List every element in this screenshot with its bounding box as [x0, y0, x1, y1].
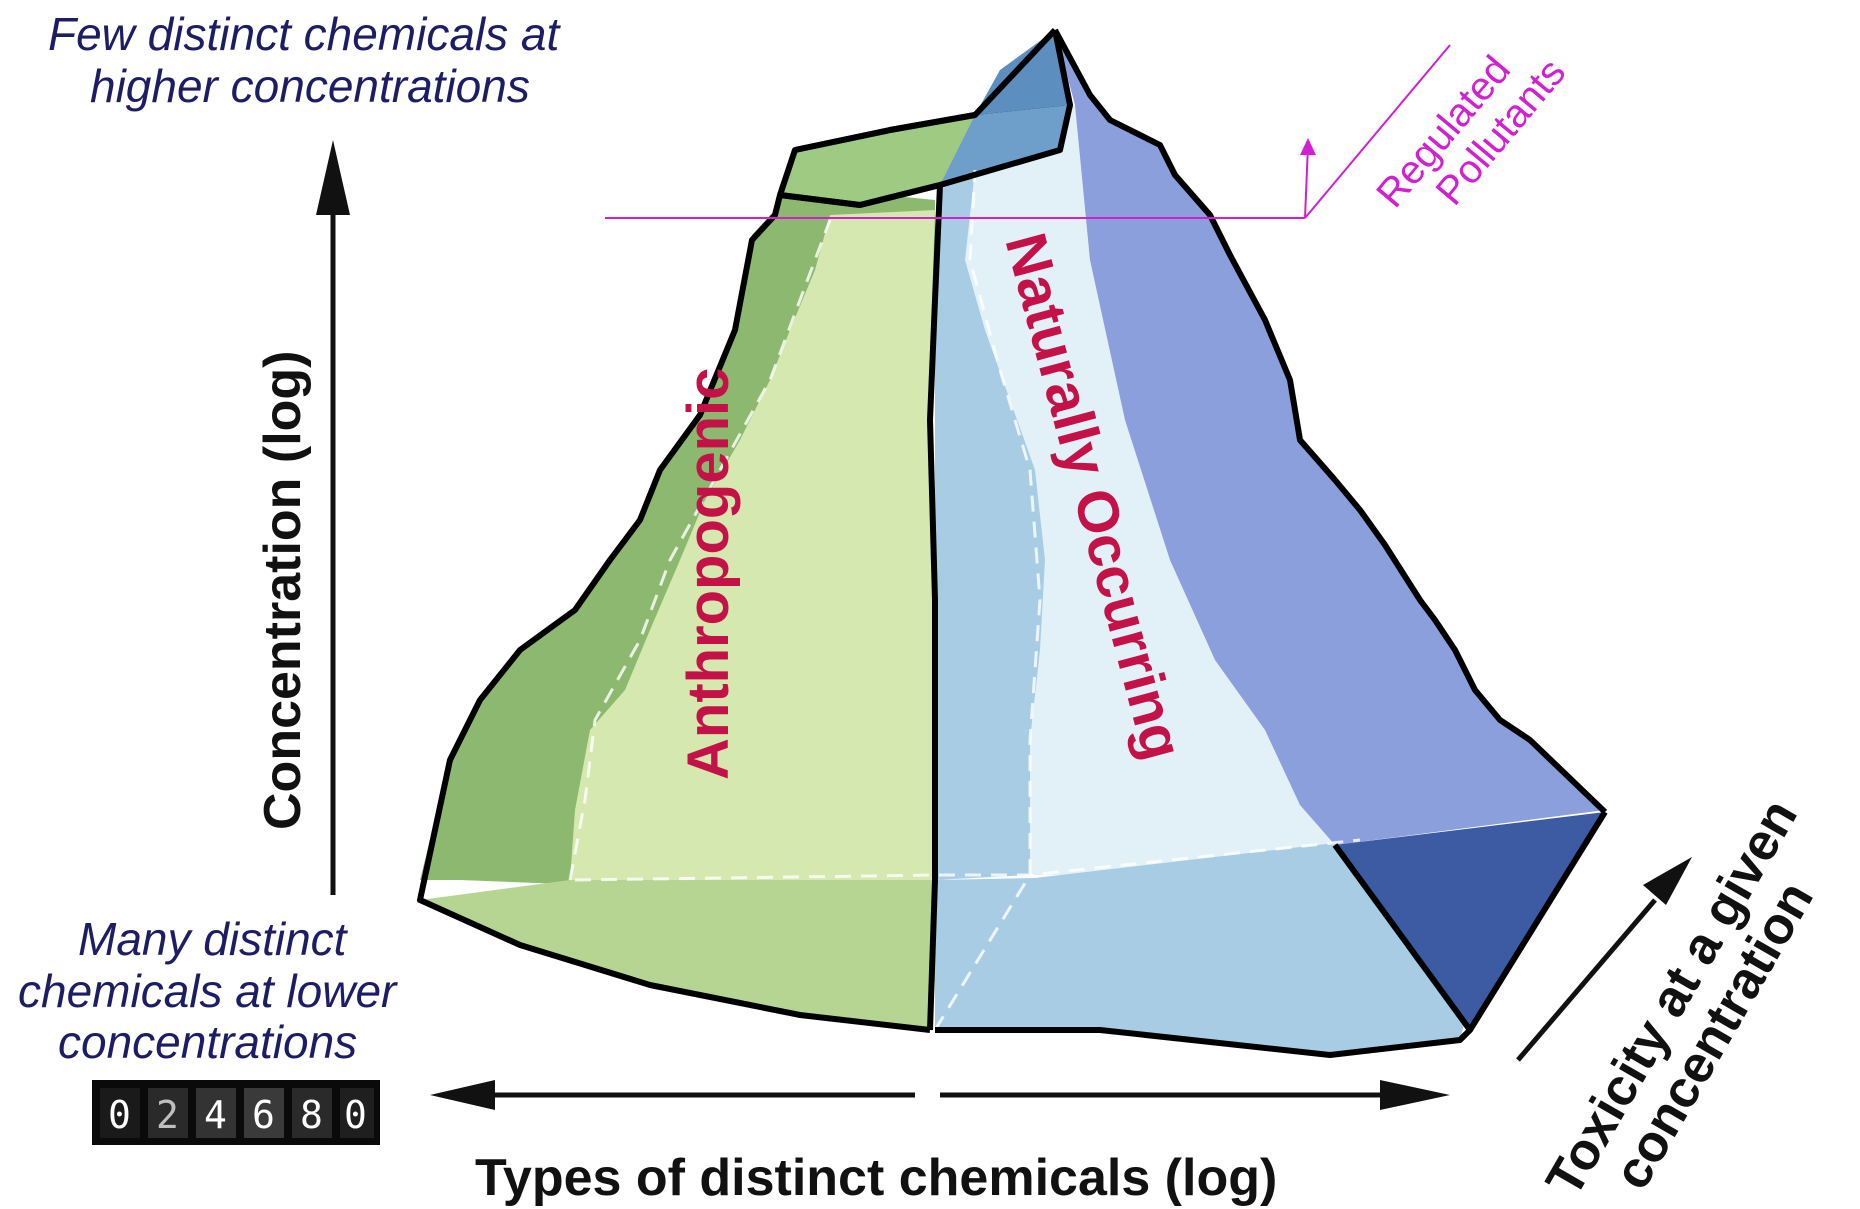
- natural-right-face: [1055, 30, 1605, 845]
- anthropogenic-front-face: [570, 210, 945, 880]
- y-axis-label: Concentration (log): [254, 350, 312, 830]
- counter-digit-3: 4: [204, 1093, 227, 1137]
- counter-digit-6: 0: [344, 1093, 367, 1137]
- x-axis-arrows: [430, 1080, 1450, 1110]
- toxicity-label-group: Toxicity at a given concentration: [1535, 790, 1825, 1206]
- bottom-left-line2: chemicals at lower: [18, 965, 398, 1017]
- toxicity-axis-arrow: [1516, 857, 1692, 1062]
- bottom-left-annotation: Many distinct chemicals at lower concent…: [18, 913, 398, 1068]
- hidden-edges: [568, 169, 1361, 1031]
- top-left-annotation: Few distinct chemicals at higher concent…: [48, 8, 561, 112]
- x-axis-label: Types of distinct chemicals (log): [475, 1149, 1277, 1207]
- top-cap-outline: [779, 27, 1073, 208]
- natural-dark-corner: [1335, 812, 1605, 1030]
- y-axis-arrow: [316, 140, 350, 895]
- counter-digit-1: 0: [108, 1093, 131, 1137]
- regulated-label-group: Regulated Pollutants: [1368, 48, 1574, 216]
- natural-mid-face: [935, 170, 1045, 880]
- counter-digit-2: 2: [156, 1093, 179, 1137]
- natural-top-band: [940, 105, 1070, 185]
- top-left-line1: Few distinct chemicals at: [48, 8, 561, 60]
- regulated-pollutants-marker: [605, 44, 1451, 219]
- anthropogenic-base-face: [420, 880, 945, 1030]
- bottom-left-line1: Many distinct: [78, 913, 349, 965]
- pyramid-outline: [417, 28, 1608, 1058]
- digit-counter: 0 2 4 6 8 0: [92, 1080, 380, 1145]
- natural-region: [935, 30, 1605, 1055]
- counter-digit-5: 8: [300, 1093, 323, 1137]
- anthropogenic-label: Anthropogenic: [676, 368, 741, 780]
- natural-base-face: [935, 840, 1470, 1055]
- counter-digit-4: 6: [252, 1093, 275, 1137]
- bottom-left-line3: concentrations: [58, 1016, 357, 1068]
- top-left-line2: higher concentrations: [90, 60, 530, 112]
